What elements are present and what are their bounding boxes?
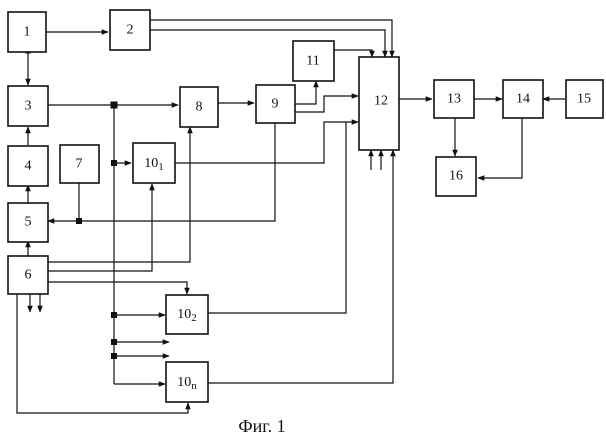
block-7-label: 7	[76, 157, 83, 172]
junction-3-bus	[111, 102, 117, 108]
wire-10-1-12	[175, 122, 358, 163]
wire-6-10-n	[17, 294, 188, 413]
block-2-label: 2	[127, 23, 134, 38]
block-13-label: 13	[447, 92, 461, 107]
block-1-label: 1	[24, 25, 31, 40]
wire-9-11	[295, 81, 316, 104]
junctions	[76, 102, 117, 359]
block-16: 16	[436, 157, 476, 196]
wire-6-10-1	[48, 184, 152, 271]
junction-bus-10-1	[111, 160, 117, 166]
block-10-1: 101	[133, 143, 175, 183]
wire-2-12-b	[150, 30, 385, 57]
block-15: 15	[566, 80, 603, 118]
block-8: 8	[180, 87, 218, 127]
block-6: 6	[8, 256, 48, 294]
block-12-label: 12	[374, 94, 388, 109]
block-9: 9	[256, 85, 295, 123]
block-14: 14	[503, 80, 543, 118]
block-13: 13	[434, 80, 474, 118]
block-5-label: 5	[25, 215, 32, 230]
wire-6-10-2	[48, 282, 187, 294]
block-8-label: 8	[196, 100, 203, 115]
block-10-2-base: 10	[177, 307, 191, 322]
block-11-label: 11	[306, 54, 319, 69]
block-10-n: 10n	[166, 362, 208, 402]
wire-10-n-12	[208, 150, 393, 383]
block-10-2: 102	[166, 295, 208, 334]
block-4: 4	[8, 146, 48, 186]
block-3: 3	[8, 86, 48, 126]
wire-14-16	[478, 118, 522, 178]
block-4-label: 4	[25, 159, 32, 174]
junction-7-5	[76, 218, 82, 224]
connections	[17, 20, 565, 413]
block-15-label: 15	[577, 92, 591, 107]
block-12: 12	[359, 57, 399, 150]
block-9-label: 9	[272, 97, 279, 112]
block-11: 11	[293, 41, 334, 81]
block-6-label: 6	[25, 268, 32, 283]
block-10-1-sub: 1	[158, 161, 164, 173]
block-1: 1	[8, 12, 46, 52]
block-2: 2	[110, 10, 150, 50]
block-14-label: 14	[516, 92, 530, 107]
block-10-n-sub: n	[191, 380, 197, 392]
block-16-label: 16	[449, 169, 463, 184]
block-7: 7	[60, 145, 99, 183]
block-10-1-base: 10	[144, 156, 158, 171]
block-3-label: 3	[25, 99, 32, 114]
block-10-2-sub: 2	[191, 312, 197, 324]
junction-bus-b	[111, 353, 117, 359]
wire-10-2-12	[208, 122, 346, 313]
junction-bus-10-2	[111, 312, 117, 318]
junction-bus-a	[111, 339, 117, 345]
block-5: 5	[8, 203, 48, 242]
block-10-n-base: 10	[177, 375, 191, 390]
wire-11-12	[334, 50, 372, 57]
figure-caption: Фиг. 1	[238, 416, 285, 436]
wire-2-12-a	[150, 20, 392, 57]
